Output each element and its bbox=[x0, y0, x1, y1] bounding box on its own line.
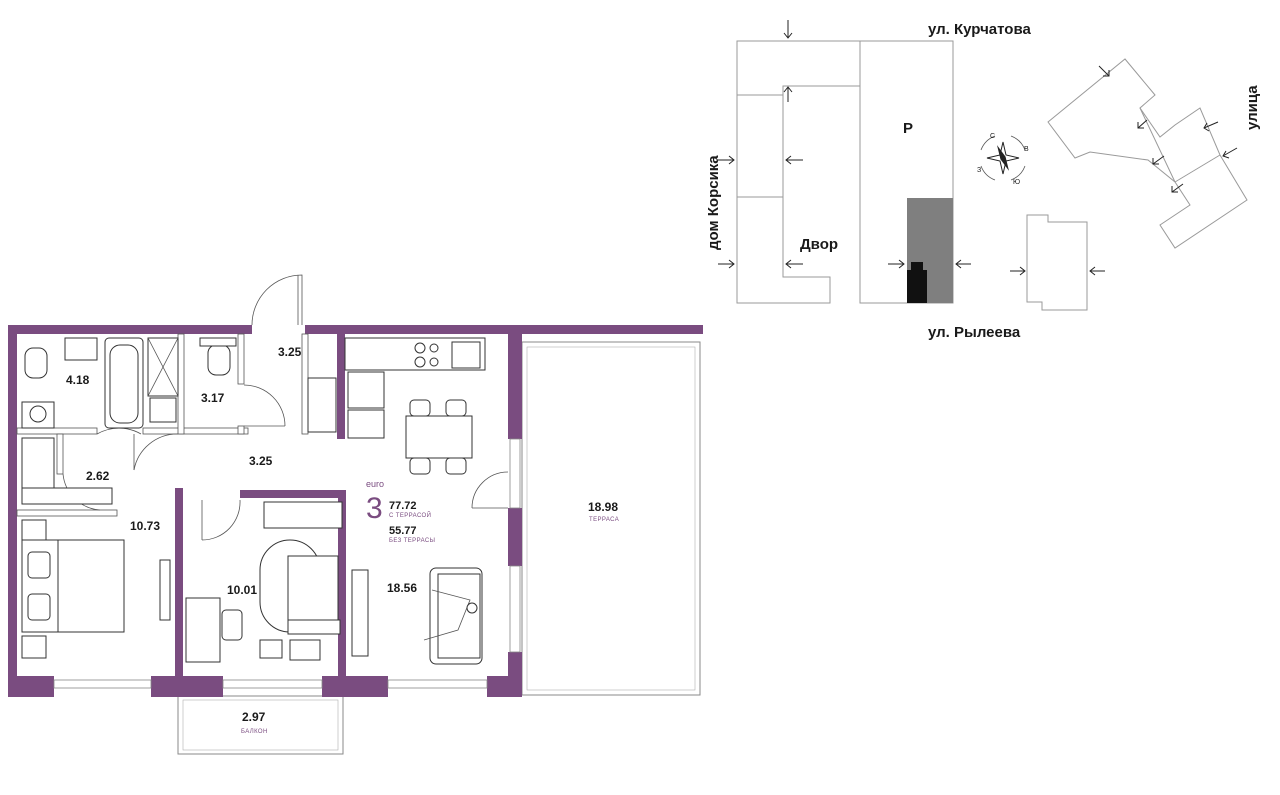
walls bbox=[8, 325, 703, 697]
without-terrace-caption: БЕЗ ТЕРРАСЫ bbox=[389, 538, 435, 544]
room-area-balcony: 2.97 bbox=[242, 710, 266, 724]
room-area-living: 18.56 bbox=[387, 581, 417, 595]
street-bottom-label: ул. Рылеева bbox=[928, 324, 1021, 341]
site-plan: С В Ю З ул. Курчатова ул. Рылеева дом Ко… bbox=[705, 20, 1261, 341]
site-building-small bbox=[1026, 214, 1088, 311]
bedroom-furniture bbox=[21, 519, 171, 659]
compass-north: С bbox=[990, 133, 995, 140]
room-area-terrace: 18.98 bbox=[588, 500, 618, 514]
windows bbox=[53, 438, 521, 689]
apartment-rooms-number: 3 bbox=[366, 492, 383, 525]
balcony-outline bbox=[177, 695, 344, 755]
yard-label: Двор bbox=[800, 236, 838, 253]
with-terrace-caption: С ТЕРРАСОЙ bbox=[389, 511, 431, 519]
bathroom-fixtures bbox=[21, 337, 237, 429]
compass-west: З bbox=[977, 167, 981, 174]
compass-south: Ю bbox=[1013, 179, 1020, 186]
radiators bbox=[21, 377, 343, 529]
kitchen-furniture bbox=[344, 337, 486, 475]
room-area-cabinet: 10.01 bbox=[227, 583, 257, 597]
room-caption-terrace: ТЕРРАСА bbox=[589, 517, 619, 523]
room-caption-balcony: БАЛКОН bbox=[241, 729, 268, 735]
site-entrance-block bbox=[907, 270, 927, 303]
area-without-terrace: 55.77 bbox=[389, 525, 417, 537]
compass-east: В bbox=[1024, 146, 1029, 153]
room-area-bathroom: 4.18 bbox=[66, 373, 90, 387]
living-furniture bbox=[351, 567, 483, 665]
compass-rose-icon: С В Ю З bbox=[977, 133, 1029, 186]
site-building-rotated bbox=[1047, 58, 1248, 249]
room-area-shower: 3.17 bbox=[201, 391, 225, 405]
room-labels: 4.18 3.17 3.25 3.25 2.62 10.73 10.01 18.… bbox=[66, 345, 619, 735]
street-right-label: улица bbox=[1244, 85, 1261, 130]
parking-label: P bbox=[903, 120, 913, 137]
apartment-summary: euro 3 77.72 С ТЕРРАСОЙ 55.77 БЕЗ ТЕРРАС… bbox=[366, 479, 435, 544]
room-area-hall: 3.25 bbox=[249, 454, 273, 468]
room-area-entry: 3.25 bbox=[278, 345, 302, 359]
site-arrows bbox=[718, 20, 1238, 276]
street-left-label: дом Корсика bbox=[705, 155, 722, 250]
area-with-terrace: 77.72 bbox=[389, 500, 417, 512]
floor-plan: 4.18 3.17 3.25 3.25 2.62 10.73 10.01 18.… bbox=[8, 274, 703, 755]
room-area-bedroom: 10.73 bbox=[130, 519, 160, 533]
cabinet-furniture bbox=[185, 539, 341, 663]
street-top-label: ул. Курчатова bbox=[928, 21, 1031, 38]
room-area-wardrobe: 2.62 bbox=[86, 469, 110, 483]
apartment-type-label: euro bbox=[366, 479, 384, 489]
